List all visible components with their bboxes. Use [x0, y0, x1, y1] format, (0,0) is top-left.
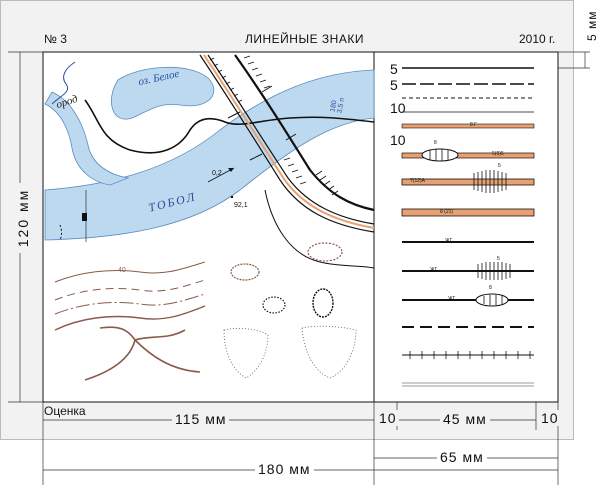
- road-line-1: [84, 99, 375, 154]
- legend-tick-line: [409, 351, 531, 359]
- legend-lines: [401, 67, 535, 387]
- legend-mark-rail3-bridge: 8: [489, 285, 492, 291]
- flow-speed-label: 0,2: [212, 170, 222, 177]
- dim-margin-right: 10: [539, 410, 561, 426]
- water-level-point: [230, 195, 234, 199]
- road-line-2: [264, 189, 375, 269]
- embankment-hatching: [209, 55, 339, 196]
- road-diagonal-fill: [203, 54, 375, 229]
- mound-symbol-2: [312, 288, 334, 318]
- lake-shape: [111, 66, 215, 120]
- dim-left-width: 115 мм: [172, 411, 230, 427]
- legend-mark-rail2-bridge: 5: [497, 256, 500, 262]
- dim-margin-left: 10: [377, 410, 399, 426]
- ravine-symbol: [84, 326, 201, 381]
- legend-mark-rail2: ЖГ: [430, 267, 438, 273]
- swamp-outline-1: [223, 327, 269, 379]
- dim-top-margin: 5 мм: [585, 10, 599, 41]
- stream-line: [51, 61, 76, 105]
- bridge-symbols: [227, 85, 297, 161]
- contour-line-1: [54, 261, 206, 283]
- year-label: 2010 г.: [519, 32, 556, 46]
- dim-legend-width: 45 мм: [440, 411, 490, 427]
- exercise-number: № 3: [44, 32, 67, 46]
- flow-arrow-head: [228, 168, 234, 172]
- road-diagonal-2: [207, 54, 375, 225]
- contour-line-2: [54, 279, 206, 301]
- legend-mark-rail3: ЖГ: [448, 296, 456, 302]
- legend-mark-road2: 5(9)5: [492, 151, 504, 157]
- road-diagonal-1: [199, 54, 375, 233]
- evaluation-label: Оценка: [44, 404, 86, 418]
- legend-hatch-marks: [429, 149, 511, 305]
- legend-mark-road1: 8 Г: [470, 122, 477, 128]
- dim-sheet-height: 120 мм: [15, 183, 31, 253]
- legend-mark-road3: 7(12)А: [410, 178, 426, 184]
- flow-arrow-line: [207, 167, 235, 183]
- page-title: ЛИНЕЙНЫЕ ЗНАКИ: [245, 32, 364, 46]
- legend-number-1: 5: [390, 61, 398, 77]
- tributary-shape: [44, 91, 130, 186]
- dim-right-panel-width: 65 мм: [437, 449, 487, 465]
- legend-number-2: 5: [390, 77, 398, 93]
- water-level-label: 92,1: [234, 202, 248, 209]
- ferry-mark: [82, 213, 87, 221]
- legend-mark-ellipse-top: 8: [434, 140, 437, 146]
- contour-line-3: [54, 293, 206, 315]
- legend-mark-road3-bridge: 5: [498, 163, 501, 169]
- legend-mark-rail1: ЖГ: [445, 238, 453, 244]
- river-shape: [44, 69, 375, 241]
- pit-symbol-1: [230, 263, 260, 281]
- contour-label: 40: [118, 267, 126, 274]
- contour-line-4: [54, 305, 206, 331]
- legend-frame: [373, 51, 559, 403]
- dim-sheet-width: 180 мм: [255, 461, 314, 477]
- legend-number-3: 10: [390, 100, 406, 116]
- legend-number-4: 10: [390, 132, 406, 148]
- railway-diagonal: [234, 54, 375, 212]
- pit-symbol-2: [307, 242, 343, 262]
- river-width-label: 180 3,5 п: [329, 97, 346, 114]
- mound-symbol-1: [262, 296, 286, 314]
- ford-line: [59, 224, 62, 241]
- legend-mark-road4: 8 (21): [440, 209, 454, 215]
